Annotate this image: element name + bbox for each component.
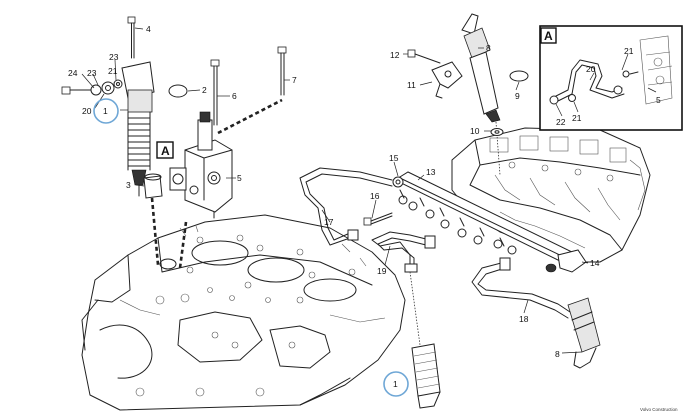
callout-2: 2 (202, 85, 207, 95)
assembly-line-upper (217, 98, 283, 135)
injector-8 (461, 13, 501, 176)
callout-23b: 23 (109, 52, 119, 62)
callout-7: 7 (292, 75, 297, 85)
fuel-line-17 (299, 167, 393, 246)
callout-11: 11 (407, 80, 416, 90)
injector-8-lower (567, 297, 601, 369)
bolt-4 (127, 16, 136, 59)
callout-9: 9 (515, 91, 520, 101)
callout-4: 4 (146, 24, 151, 34)
callout-20: 20 (82, 106, 92, 116)
callout-6: 6 (232, 91, 237, 101)
callout-1-upper: 1 (103, 106, 108, 116)
highlight-circle-part-1-upper (93, 98, 119, 124)
callout-5-inset: 5 (656, 95, 661, 105)
callout-14: 14 (590, 258, 600, 268)
plug-15 (392, 176, 404, 188)
callout-22: 22 (556, 117, 566, 127)
callout-17: 17 (324, 217, 334, 227)
callout-8-upper: 8 (486, 43, 491, 53)
callout-23a: 23 (87, 68, 97, 78)
detail-a-inset: A (539, 25, 683, 131)
inset-label: A (544, 29, 553, 43)
callout-8-lower: 8 (555, 349, 560, 359)
callout-19: 19 (377, 266, 387, 276)
pressure-sensor-14 (557, 249, 587, 273)
callout-12: 12 (390, 50, 400, 60)
injector-assembly-right (407, 13, 529, 176)
callout-20-inset: 20 (586, 64, 596, 74)
detail-marker-label: A (161, 144, 170, 158)
fuel-line-18 (471, 257, 571, 319)
assembly-line-lower (178, 221, 188, 269)
callout-3: 3 (126, 180, 131, 190)
nozzle-sleeve-3 (143, 175, 163, 199)
callout-10: 10 (470, 126, 480, 136)
callout-13: 13 (426, 167, 436, 177)
fitting-20-23-24 (61, 79, 123, 96)
clamp-11 (431, 61, 463, 99)
washer-10 (490, 128, 504, 136)
fuel-line-19 (371, 231, 436, 273)
callout-labels: 4 2 3 6 5 7 24 23 23 21 20 1 12 11 8 9 1… (68, 24, 661, 389)
callout-18: 18 (519, 314, 529, 324)
callout-21-inset-b: 21 (572, 113, 582, 123)
bolt-12 (407, 49, 441, 64)
o-ring-9 (509, 70, 529, 82)
credit-text: Volvo Construction (640, 407, 678, 412)
bolt-16 (363, 212, 393, 226)
fuel-rail-13 (363, 171, 587, 273)
pump-unit-5 (169, 111, 233, 219)
detail-marker-a: A (156, 141, 174, 159)
callout-5: 5 (237, 173, 242, 183)
callout-24: 24 (68, 68, 78, 78)
bolt-6 (210, 59, 220, 126)
bolt-7 (277, 46, 287, 96)
callout-15: 15 (389, 153, 399, 163)
callout-16: 16 (370, 191, 380, 201)
highlight-circle-part-1-lower (383, 371, 409, 397)
o-ring-2 (168, 84, 188, 98)
callout-1-lower: 1 (393, 379, 398, 389)
callout-21: 21 (108, 66, 118, 76)
injector-assembly-left: A (61, 16, 287, 269)
assembly-line-sleeve (150, 197, 160, 266)
injector-1-lower (409, 271, 441, 409)
leader-lines (81, 27, 657, 354)
callout-21-inset-a: 21 (624, 46, 634, 56)
injector-1-top (121, 61, 155, 197)
engine-block-lower (81, 214, 406, 411)
